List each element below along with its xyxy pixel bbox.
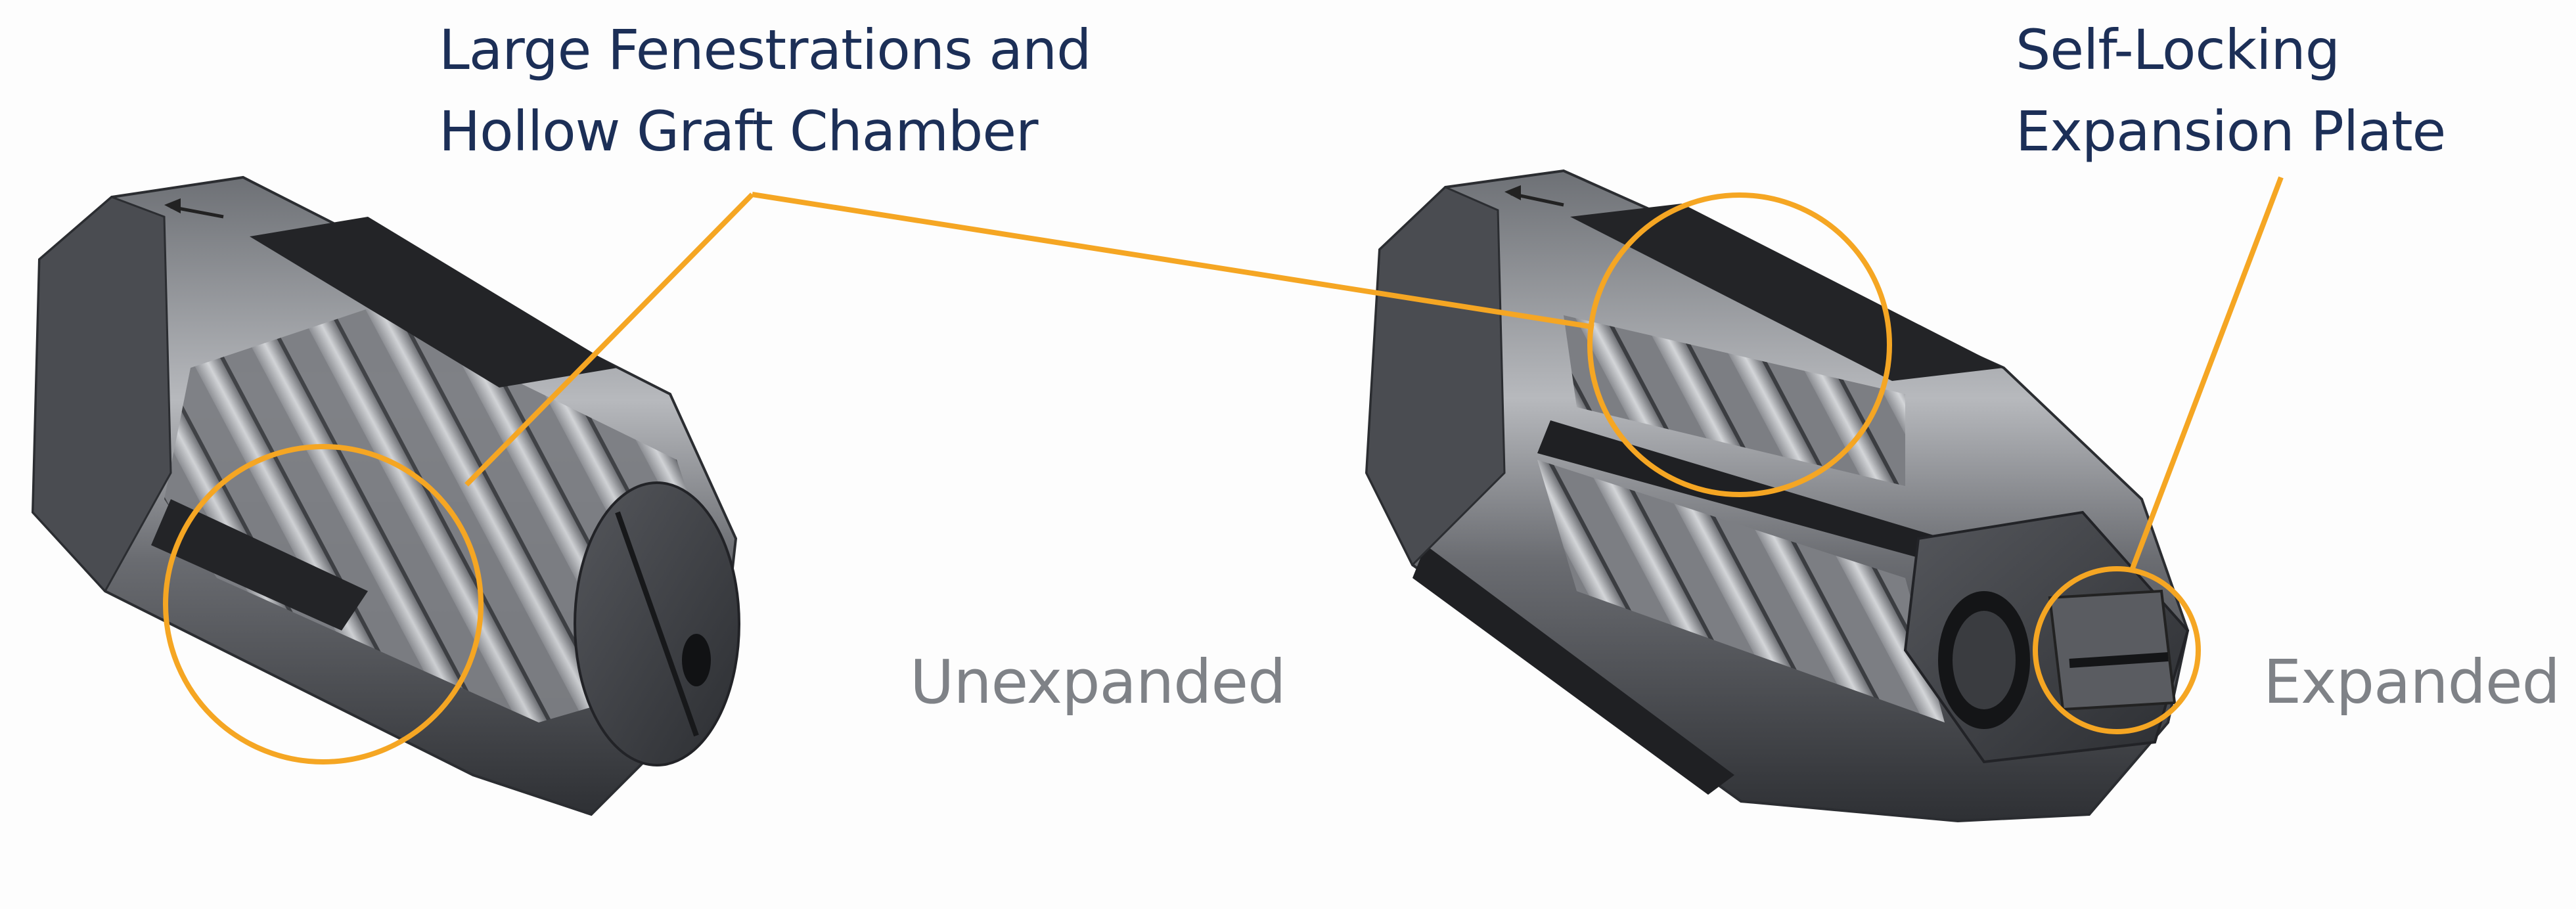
- leader-to-right-circle: [752, 192, 1594, 330]
- unexpanded-implant: [31, 175, 740, 816]
- callout-markers: [163, 176, 2284, 765]
- callout-fenestrations: Large Fenestrations and Hollow Graft Cha…: [439, 9, 1091, 172]
- callout-plate-line1: Self-Locking: [2016, 18, 2340, 82]
- callout-plate: Self-Locking Expansion Plate: [2016, 9, 2446, 172]
- fenestration-circle-right: [1587, 192, 1892, 497]
- fenestration-circle-left: [163, 444, 484, 765]
- callout-fenestrations-line1: Large Fenestrations and: [439, 18, 1091, 82]
- expanded-implant: [1365, 169, 2190, 823]
- callout-fenestrations-line2: Hollow Graft Chamber: [439, 99, 1039, 164]
- callout-plate-line2: Expansion Plate: [2016, 99, 2446, 164]
- label-unexpanded: Unexpanded: [910, 647, 1286, 717]
- leader-to-left-circle: [464, 192, 754, 487]
- plate-circle: [2033, 566, 2201, 734]
- leader-to-plate: [2129, 176, 2284, 571]
- label-expanded: Expanded: [2263, 647, 2560, 717]
